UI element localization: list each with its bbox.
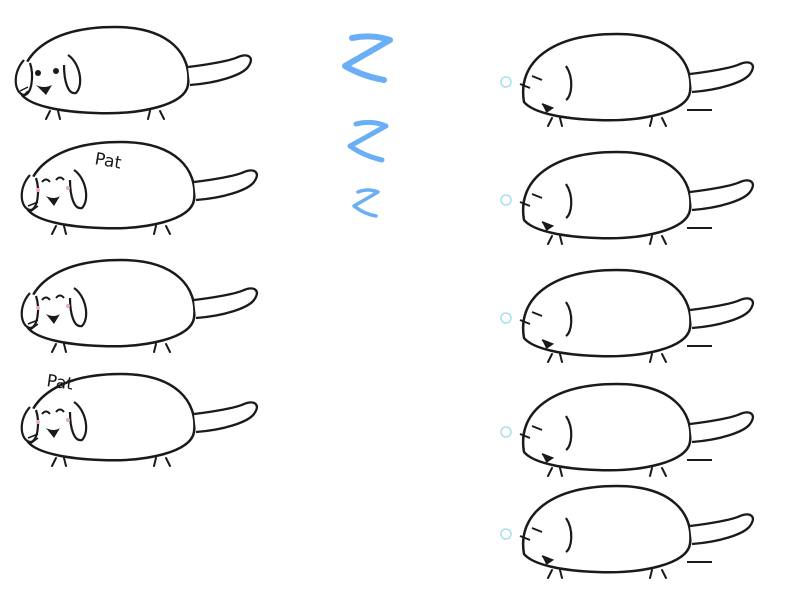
dog-frame-happy bbox=[20, 258, 259, 354]
dog-frame-happy-pat-head: Pat bbox=[20, 371, 259, 468]
pat-text: Pat bbox=[45, 371, 74, 395]
snot-bubble-icon bbox=[500, 76, 512, 88]
snot-bubble-icon bbox=[500, 194, 512, 206]
pat-text: Pat bbox=[93, 149, 123, 173]
dog-frame-sleeping bbox=[500, 268, 755, 364]
happy-eyes-icon bbox=[41, 408, 65, 415]
snot-bubble-icon bbox=[500, 426, 512, 438]
zzz-icon bbox=[342, 33, 393, 218]
dog-nose-icon bbox=[36, 85, 52, 95]
sleeping-eye-icon bbox=[531, 527, 543, 533]
z-medium-icon bbox=[347, 119, 389, 163]
sleeping-eye-icon bbox=[531, 193, 543, 199]
snot-bubble-icon bbox=[500, 528, 512, 540]
sleeping-eye-icon bbox=[531, 75, 543, 81]
blush-icon bbox=[36, 304, 70, 310]
sleeping-eye-icon bbox=[531, 425, 543, 431]
snot-bubble-icon bbox=[500, 312, 512, 324]
dog-frame-sleeping bbox=[500, 150, 755, 246]
dog-frame-sleeping bbox=[500, 32, 755, 128]
z-large-icon bbox=[342, 33, 393, 83]
dog-nose-icon bbox=[46, 196, 60, 206]
dog-frame-happy-pat: Pat bbox=[20, 140, 259, 236]
sleeping-eye-icon bbox=[531, 311, 543, 317]
dog-nose-icon bbox=[46, 428, 60, 438]
blush-icon bbox=[36, 418, 70, 424]
dog-frame-sleeping bbox=[500, 484, 755, 580]
z-small-icon bbox=[352, 188, 380, 218]
blush-icon bbox=[36, 186, 70, 192]
dog-nose-icon bbox=[46, 314, 60, 324]
dog-frame-sleeping bbox=[500, 382, 755, 478]
happy-eyes-icon bbox=[41, 176, 65, 183]
awake-eyes-icon bbox=[35, 68, 59, 76]
happy-eyes-icon bbox=[41, 294, 65, 301]
dog-frame-awake bbox=[14, 25, 253, 121]
